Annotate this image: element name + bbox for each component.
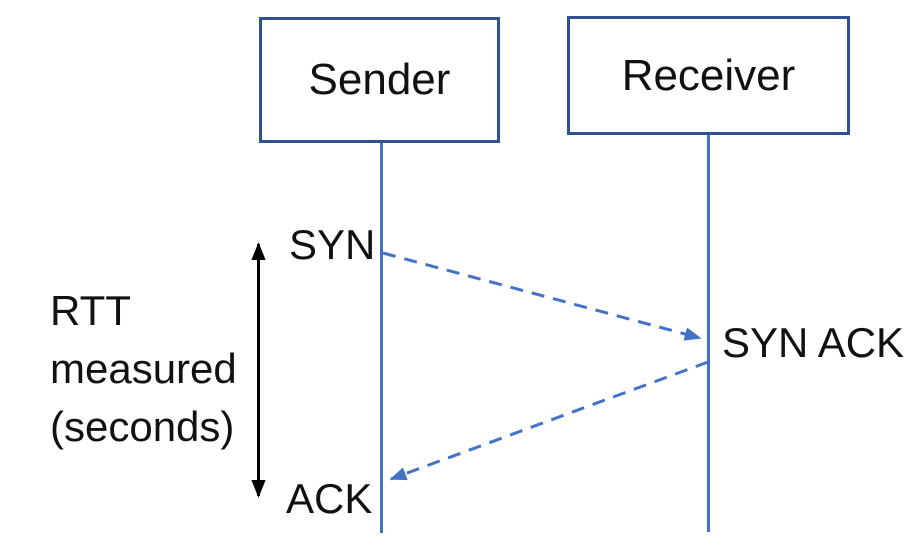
syn-ack-reply-arrow [389,360,709,481]
sender-box: Sender [259,17,500,143]
receiver-box: Receiver [567,16,850,135]
rtt-measured-annotation: RTT measured (seconds) [50,287,237,450]
syn-arrow [382,251,702,341]
syn-label: SYN [289,221,376,268]
sender-box-label: Sender [308,55,451,104]
syn-ack-label: SYN ACK [722,319,905,366]
ack-label: ACK [286,475,373,522]
receiver-box-label: Receiver [621,50,796,100]
